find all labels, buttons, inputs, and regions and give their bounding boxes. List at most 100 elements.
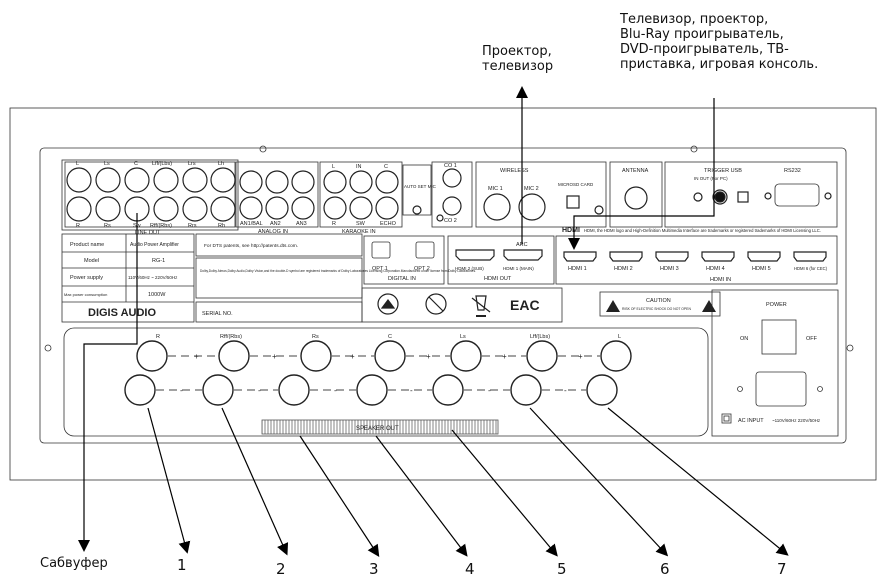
minus-4: - <box>410 386 413 395</box>
arrow-subwoofer <box>78 213 138 552</box>
hdmi-in-port-2: HDMI 2 <box>614 266 633 272</box>
spk-label-6: L <box>618 334 621 340</box>
callout-number-1: 1 <box>177 556 187 574</box>
opt-1: OPT 1 <box>372 266 388 272</box>
trigger-usb-label: TRIGGER USB <box>704 168 742 174</box>
ac-voltage-label: ~110V/60Hz 220V/50Hz <box>772 418 821 423</box>
analog-in-block <box>235 161 319 228</box>
an-2: AN3 <box>296 221 307 227</box>
hdmi-logo: HDMI <box>562 227 580 234</box>
power-switch <box>761 319 797 355</box>
mic-2: MIC 2 <box>524 186 539 192</box>
hdmi-in-port-4: HDMI 4 <box>706 266 725 272</box>
spec-label-1: Model <box>84 258 99 264</box>
annotation-display: Проектор, телевизор <box>482 44 554 74</box>
digital-in-title: DIGITAL IN <box>388 276 416 282</box>
microsd-label: MICROSD CARD <box>558 182 594 187</box>
spec-value-2: 110V/60Hz ~ 220V/50Hz <box>128 275 178 280</box>
arrow-7 <box>607 407 789 556</box>
arrow-5 <box>451 429 558 557</box>
chassis-outline <box>9 107 877 481</box>
caution-title: CAUTION <box>646 298 671 304</box>
plus-2: + <box>272 352 277 361</box>
hdmi-in-port-5: HDMI 5 <box>752 266 771 272</box>
lo-bot-5: Rh <box>218 223 225 229</box>
trigger-sub-label: IN OUT (For PC) <box>694 176 728 181</box>
co-block <box>431 161 473 228</box>
spk-label-5: Lff/(Lbs) <box>530 334 550 340</box>
minus-1: - <box>180 386 183 395</box>
lo-top-4: Lrs <box>188 161 196 167</box>
ka-top-0: L <box>332 164 335 170</box>
speaker-out-label: SPEAKER OUT <box>356 426 399 432</box>
hdmi-in-block <box>555 235 838 285</box>
dolby-note-box <box>195 257 363 299</box>
ka-bot-2: ECHO <box>380 221 397 227</box>
power-label: POWER <box>766 302 787 308</box>
lo-top-5: Lh <box>218 161 224 167</box>
dts-note-box <box>195 233 363 257</box>
co-1: CO 1 <box>444 163 457 169</box>
ac-input-socket <box>755 371 807 407</box>
lo-top-2: C <box>134 161 138 167</box>
callout-number-7: 7 <box>777 560 787 578</box>
spec-label-2: Power supply <box>70 275 103 281</box>
hdmi-in-port-1: HDMI 1 <box>568 266 587 272</box>
lo-bot-0: R <box>76 223 80 229</box>
trigger-usb-block <box>664 161 838 228</box>
hdmi-in-title: HDMI IN <box>710 277 731 283</box>
callout-number-5: 5 <box>557 560 567 578</box>
off-label: OFF <box>806 336 818 342</box>
dolby-note: Dolby,Dolby Atmos,Dolby Audio,Dolby Visi… <box>200 269 476 273</box>
hdmi-in-port-3: HDMI 3 <box>660 266 679 272</box>
wireless-label: WIRELESS <box>500 168 529 174</box>
karaoke-block <box>319 161 403 228</box>
antenna-label: ANTENNA <box>622 168 649 174</box>
callout-number-4: 4 <box>465 560 475 578</box>
lo-top-1: Ls <box>104 161 110 167</box>
arc-label: ARC <box>516 242 528 248</box>
hdmi-out-block <box>447 235 555 285</box>
spk-label-2: Rs <box>312 334 319 340</box>
auto-set-mic-block <box>402 164 432 216</box>
spk-label-1: Rff/(Rbs) <box>220 334 242 340</box>
spec-value-3: 1000W <box>148 292 166 298</box>
opt-2: OPT 2 <box>414 266 430 272</box>
spec-label-0: Product name <box>70 242 104 248</box>
ka-bot-1: SW <box>356 221 366 227</box>
panel-outline <box>39 147 847 444</box>
ka-top-2: C <box>384 164 388 170</box>
line-out-block <box>64 161 236 228</box>
arrow-4 <box>375 435 468 557</box>
spk-label-4: Ls <box>460 334 466 340</box>
digital-in-block <box>363 235 445 285</box>
mic-1: MIC 1 <box>488 186 503 192</box>
arrow-6 <box>529 407 669 557</box>
speaker-out-grille <box>261 419 499 435</box>
plus-4: + <box>426 352 431 361</box>
plus-5: + <box>502 352 507 361</box>
caution-text: RISK OF ELECTRIC SHOCK DO NOT OPEN <box>622 307 691 311</box>
hdmi-out-port-1: HDMI 2 (SUB) <box>455 266 484 271</box>
an-0: AN1/BAL <box>240 221 263 227</box>
arrow-2 <box>221 407 289 556</box>
spec-value-1: RG-1 <box>152 258 165 264</box>
spec-table <box>61 233 195 323</box>
rs232-label: RS232 <box>784 168 801 174</box>
minus-2: - <box>258 386 261 395</box>
minus-5: - <box>488 386 491 395</box>
ka-top-1: IN <box>356 164 362 170</box>
lo-top-3: Lff/(Lbs) <box>152 161 172 167</box>
line-out-title: LINE OUT <box>135 230 161 236</box>
lo-bot-2: Sw <box>133 223 141 229</box>
antenna-block <box>609 161 663 228</box>
auto-set-mic: AUTO SET MIC <box>404 184 437 189</box>
minus-6: - <box>564 386 567 395</box>
callout-number-6: 6 <box>660 560 670 578</box>
annotation-sources: Телевизор, проектор, Blu-Ray проигрывате… <box>620 12 819 72</box>
power-block <box>711 289 839 437</box>
co-2: CO 2 <box>444 218 457 224</box>
spec-value-0: Audio Power Amplifier <box>130 242 179 248</box>
ka-bot-0: R <box>332 221 336 227</box>
